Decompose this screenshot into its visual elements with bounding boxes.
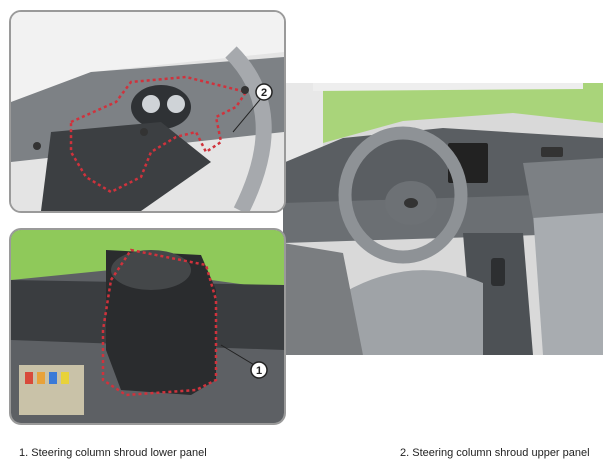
- screw-marker: [140, 128, 148, 136]
- screw-marker: [33, 142, 41, 150]
- callout-2-circle: [255, 83, 273, 101]
- callout-2-label: 2: [261, 87, 267, 99]
- screw-marker: [241, 86, 249, 94]
- upper-panel-outline: [69, 75, 249, 194]
- lower-panel-outline: [101, 248, 218, 397]
- callout-1-label: 1: [256, 365, 262, 377]
- detail-upper-panel: 2: [9, 10, 286, 213]
- detail-lower-panel: 1: [9, 228, 286, 425]
- caption-lower-panel: 1. Steering column shroud lower panel: [19, 447, 207, 459]
- car-interior-photo: [283, 83, 603, 355]
- callout-1-circle: [250, 361, 268, 379]
- caption-upper-panel: 2. Steering column shroud upper panel: [400, 447, 590, 459]
